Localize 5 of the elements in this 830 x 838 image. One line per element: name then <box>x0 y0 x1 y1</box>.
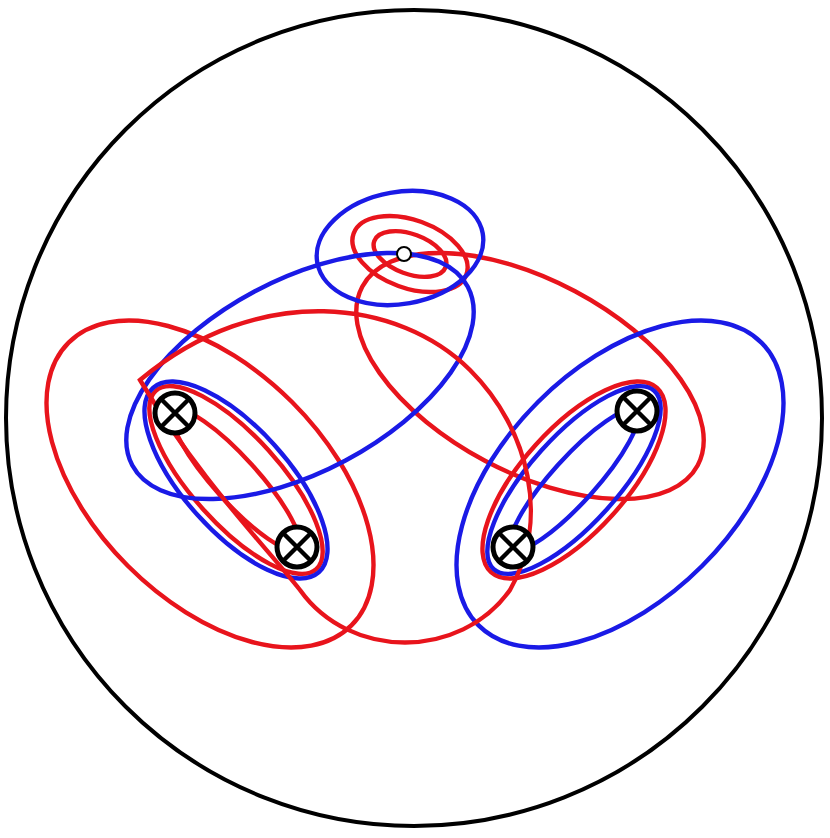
crossed-circle-symbol <box>489 523 535 569</box>
crossed-circle-symbol <box>273 523 319 569</box>
small-circle <box>394 244 414 264</box>
crossed-circle-symbol <box>151 389 197 435</box>
crossed-circle-symbol <box>613 387 659 433</box>
